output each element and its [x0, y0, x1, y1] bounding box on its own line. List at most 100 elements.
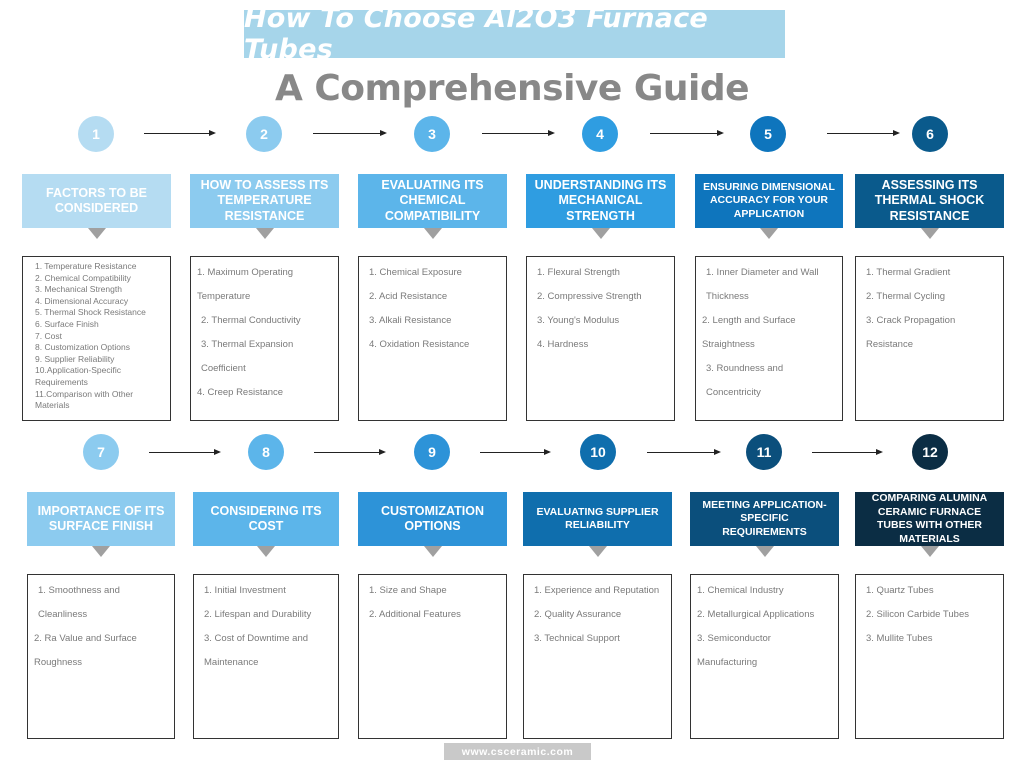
step-1-item: 9. Supplier Reliability [35, 353, 115, 364]
step-7-pointer [92, 546, 110, 557]
step-1-item: 6. Surface Finish [35, 318, 99, 329]
step-7-header: Importance of Its Surface Finish [27, 492, 175, 546]
step-8-details: 1. Initial Investment 2. Lifespan and Dur… [193, 574, 339, 739]
step-8-item: 1. Initial Investment [204, 585, 286, 596]
step-2-header: How to Assess Its Temperature Resistance [190, 174, 339, 228]
step-4-number: 4 [582, 116, 618, 152]
step-11-item: 3. Semiconductor Manufacturing [697, 633, 771, 668]
title-banner: How To Choose Al2O3 Furnace Tubes [244, 3, 785, 65]
step-1-item: 4. Dimensional Accuracy [35, 295, 129, 306]
step-9-header: Customization Options [358, 492, 507, 546]
step-4-item: 1. Flexural Strength [537, 267, 620, 278]
step-1-pointer [87, 228, 106, 239]
flow-arrow [314, 448, 386, 455]
step-6-item: 2. Thermal Cycling [866, 291, 946, 302]
step-3-details: 1. Chemical Exposure 2. Acid Resistance 3.… [358, 256, 507, 421]
step-1-item: 1. Temperature Resistance [35, 261, 137, 271]
step-8-item: 2. Lifespan and Durability [204, 609, 312, 620]
step-2-item: 2. Thermal Conductivity [201, 315, 301, 326]
step-6-item: 1. Thermal Gradient [866, 267, 951, 278]
step-8-pointer [257, 546, 275, 557]
step-1-header: Factors to be Considered [22, 174, 171, 228]
step-2-number: 2 [246, 116, 282, 152]
step-3-header: Evaluating Its Chemical Compatibility [358, 174, 507, 228]
step-7-item: 2. Ra Value and Surface Roughness [34, 633, 137, 668]
step-11-item: 1. Chemical Industry [697, 585, 784, 596]
step-10-item: 3. Technical Support [534, 633, 620, 644]
step-9-pointer [423, 546, 442, 557]
flow-arrow [647, 448, 721, 455]
step-12-header: Comparing Alumina Ceramic Furnace Tubes … [855, 492, 1004, 546]
step-5-item: 1. Inner Diameter and Wall Thickness [706, 267, 819, 302]
step-9-item: 2. Additional Features [369, 609, 461, 620]
step-4-item: 3. Young's Modulus [537, 315, 620, 326]
step-1-item: 8. Customization Options [35, 342, 130, 353]
step-4-details: 1. Flexural Strength 2. Compressive Stren… [526, 256, 675, 421]
step-1-item: 3. Mechanical Strength [35, 284, 122, 295]
step-2-item: 4. Creep Resistance [197, 387, 284, 398]
step-10-number: 10 [580, 434, 616, 470]
step-12-pointer [920, 546, 939, 557]
step-5-header: Ensuring Dimensional Accuracy for Your A… [695, 174, 843, 228]
step-11-details: 1. Chemical Industry 2. Metallurgical App… [690, 574, 839, 739]
flow-arrow [650, 129, 724, 136]
step-3-item: 3. Alkali Resistance [369, 315, 452, 326]
step-5-number: 5 [750, 116, 786, 152]
step-5-item: 2. Length and Surface Straightness [702, 315, 796, 350]
step-6-number: 6 [912, 116, 948, 152]
step-4-item: 2. Compressive Strength [537, 291, 642, 302]
step-12-item: 3. Mullite Tubes [866, 633, 933, 644]
step-10-item: 2. Quality Assurance [534, 609, 622, 620]
step-12-number: 12 [912, 434, 948, 470]
step-2-details: 1. Maximum Operating Temperature 2. Therm… [190, 256, 339, 421]
step-1-item: 10.Application-Specific Requirements [35, 365, 121, 387]
flow-arrow [149, 448, 221, 455]
step-3-item: 2. Acid Resistance [369, 291, 448, 302]
step-11-pointer [755, 546, 774, 557]
step-9-item: 1. Size and Shape [369, 585, 447, 596]
step-4-header: Understanding Its Mechanical Strength [526, 174, 675, 228]
step-10-details: 1. Experience and Reputation 2. Quality A… [523, 574, 672, 739]
step-5-details: 1. Inner Diameter and Wall Thickness 2. L… [695, 256, 843, 421]
step-8-header: Considering Its Cost [193, 492, 339, 546]
step-1-item: 7. Cost [35, 330, 62, 341]
step-8-item: 3. Cost of Downtime and Maintenance [204, 633, 309, 668]
flow-arrow [827, 129, 900, 136]
step-12-item: 1. Quartz Tubes [866, 585, 934, 596]
step-6-pointer [920, 228, 939, 239]
step-12-details: 1. Quartz Tubes 2. Silicon Carbide Tubes 3… [855, 574, 1004, 739]
step-3-item: 4. Oxidation Resistance [369, 339, 470, 350]
step-9-number: 9 [414, 434, 450, 470]
step-4-item: 4. Hardness [537, 339, 589, 350]
step-2-pointer [255, 228, 274, 239]
step-7-item: 1. Smoothness and Cleanliness [38, 585, 120, 620]
step-1-item: 5. Thermal Shock Resistance [35, 307, 146, 318]
step-6-details: 1. Thermal Gradient 2. Thermal Cycling 3. … [855, 256, 1004, 421]
step-11-number: 11 [746, 434, 782, 470]
step-7-details: 1. Smoothness and Cleanliness 2. Ra Value… [27, 574, 175, 739]
step-6-item: 3. Crack Propagation Resistance [866, 315, 956, 350]
step-7-number: 7 [83, 434, 119, 470]
step-12-item: 2. Silicon Carbide Tubes [866, 609, 969, 620]
step-10-header: Evaluating Supplier Reliability [523, 492, 672, 546]
step-10-pointer [588, 546, 607, 557]
flow-arrow [482, 129, 555, 136]
step-1-item: 11.Comparison with Other Materials [35, 388, 134, 411]
step-5-pointer [760, 228, 778, 239]
step-2-item: 1. Maximum Operating Temperature [197, 267, 294, 302]
step-3-number: 3 [414, 116, 450, 152]
step-11-item: 2. Metallurgical Applications [697, 609, 815, 620]
step-10-item: 1. Experience and Reputation [534, 585, 660, 596]
flow-arrow [144, 129, 216, 136]
step-4-pointer [591, 228, 610, 239]
step-3-pointer [423, 228, 442, 239]
flow-arrow [480, 448, 551, 455]
step-5-item: 3. Roundness and Concentricity [706, 363, 784, 398]
step-3-item: 1. Chemical Exposure [369, 267, 462, 278]
step-11-header: Meeting Application-Specific Requirement… [690, 492, 839, 546]
step-6-header: Assessing Its Thermal Shock Resistance [855, 174, 1004, 228]
footer-website: www.csceramic.com [444, 743, 591, 760]
page-title: How To Choose Al2O3 Furnace Tubes [244, 3, 708, 65]
page-subtitle: A Comprehensive Guide [274, 68, 750, 109]
step-8-number: 8 [248, 434, 284, 470]
